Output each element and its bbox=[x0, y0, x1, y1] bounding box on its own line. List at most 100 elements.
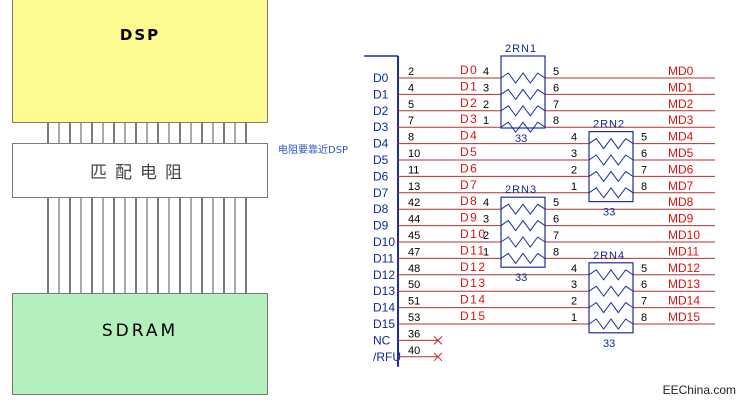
pin-number: 48 bbox=[408, 263, 420, 275]
pin-number: 2 bbox=[408, 66, 414, 78]
rn-pin-right: 7 bbox=[553, 230, 559, 242]
rn-pin-right: 5 bbox=[641, 263, 647, 275]
signal-name: D10 bbox=[373, 235, 395, 249]
resistor-network-value: 33 bbox=[515, 133, 527, 145]
signal-name: D5 bbox=[373, 153, 389, 167]
net-label: D15 bbox=[460, 309, 487, 323]
rn-pin-right: 5 bbox=[641, 132, 647, 144]
placement-note: 电阻要靠近DSP bbox=[278, 145, 349, 156]
resistor-network-value: 33 bbox=[603, 207, 615, 219]
rn-pin-right: 6 bbox=[641, 279, 647, 291]
resistor-network-ref: 2RN1 bbox=[505, 43, 537, 55]
resistor-network-body bbox=[588, 131, 634, 203]
md-net-label: MD6 bbox=[668, 162, 694, 176]
resistor-zigzag bbox=[500, 252, 546, 265]
matching-resistor-block: 匹配电阻 bbox=[12, 143, 268, 198]
rn-pin-right: 6 bbox=[641, 148, 647, 160]
resistor-zigzag bbox=[500, 203, 546, 216]
pin-number: 13 bbox=[408, 181, 420, 193]
net-label: D0 bbox=[460, 63, 478, 77]
net-label: D11 bbox=[460, 243, 486, 257]
resistor-network-value: 33 bbox=[603, 338, 615, 350]
rn-pin-left: 3 bbox=[571, 279, 577, 291]
resistor-network-ref: 2RN4 bbox=[593, 250, 625, 262]
resistor-zigzag bbox=[500, 219, 546, 232]
signal-name: D0 bbox=[373, 71, 389, 85]
resistor-zigzag bbox=[588, 154, 634, 166]
rn-pin-left: 4 bbox=[483, 66, 489, 78]
sdram-block: SDRAM bbox=[12, 293, 268, 395]
pin-number: 40 bbox=[408, 345, 420, 357]
md-net-label: MD7 bbox=[668, 179, 694, 193]
rn-pin-left: 1 bbox=[483, 115, 489, 127]
signal-name: D8 bbox=[373, 202, 389, 216]
resistor-zigzag bbox=[588, 170, 634, 183]
md-net-label: MD11 bbox=[668, 244, 699, 258]
signal-name: D2 bbox=[373, 104, 389, 118]
md-net-label: MD4 bbox=[668, 130, 694, 144]
pin-number: 36 bbox=[408, 328, 420, 340]
rn-pin-left: 4 bbox=[571, 263, 577, 275]
bus-wires bbox=[47, 122, 247, 294]
pin-number: 7 bbox=[408, 115, 414, 127]
resistor-network-ref: 2RN3 bbox=[505, 184, 537, 196]
md-net-label: MD15 bbox=[668, 310, 700, 324]
rn-pin-right: 6 bbox=[553, 214, 559, 226]
signal-name: D11 bbox=[373, 251, 394, 265]
net-label: D7 bbox=[460, 178, 478, 192]
resistor-zigzag bbox=[588, 318, 634, 330]
watermark: EEChina.com bbox=[662, 383, 736, 397]
rn-pin-left: 4 bbox=[483, 197, 489, 209]
pin-number: 42 bbox=[408, 197, 420, 209]
pin-number: 4 bbox=[408, 82, 414, 94]
net-label: D14 bbox=[460, 293, 487, 307]
net-label: D12 bbox=[460, 260, 487, 274]
signal-name: D13 bbox=[373, 284, 395, 298]
rn-pin-left: 2 bbox=[571, 296, 577, 308]
resistor-network-body bbox=[500, 196, 546, 268]
signal-name: D1 bbox=[373, 87, 389, 101]
md-net-label: MD2 bbox=[668, 97, 694, 111]
rn-pin-left: 3 bbox=[483, 82, 489, 94]
dsp-label: DSP bbox=[119, 26, 161, 44]
rn-pin-right: 5 bbox=[553, 197, 559, 209]
resistor-network-body bbox=[500, 55, 546, 129]
md-net-label: MD8 bbox=[668, 195, 694, 209]
pin-number: 53 bbox=[408, 312, 420, 324]
signal-name: /RFU bbox=[373, 350, 401, 364]
rn-pin-right: 7 bbox=[553, 99, 559, 111]
md-net-label: MD0 bbox=[668, 64, 694, 78]
md-net-label: MD9 bbox=[668, 212, 694, 226]
net-label: D10 bbox=[460, 227, 487, 241]
resistor-zigzag bbox=[500, 104, 546, 117]
rn-pin-right: 8 bbox=[553, 115, 559, 127]
md-net-label: MD13 bbox=[668, 277, 700, 291]
resistor-network-body bbox=[588, 262, 634, 334]
md-net-label: MD10 bbox=[668, 228, 700, 242]
resistor-zigzag bbox=[588, 268, 634, 281]
rn-pin-right: 7 bbox=[641, 296, 647, 308]
resistor-zigzag bbox=[588, 137, 634, 150]
signal-name: D3 bbox=[373, 120, 389, 134]
rn-pin-right: 8 bbox=[553, 246, 559, 258]
resistor-zigzag bbox=[500, 72, 546, 84]
dsp-block: DSP bbox=[12, 0, 268, 123]
no-connect-mark bbox=[433, 352, 443, 362]
net-label: D6 bbox=[460, 161, 478, 175]
signal-name: D15 bbox=[373, 317, 395, 331]
net-label: D13 bbox=[460, 276, 487, 290]
rn-pin-left: 3 bbox=[571, 148, 577, 160]
rn-pin-left: 2 bbox=[483, 99, 489, 111]
md-net-label: MD14 bbox=[668, 294, 700, 308]
net-label: D9 bbox=[460, 211, 478, 225]
pin-number: 11 bbox=[408, 164, 419, 176]
signal-name: D12 bbox=[373, 268, 395, 282]
rn-pin-left: 4 bbox=[571, 132, 577, 144]
rn-pin-left: 3 bbox=[483, 214, 489, 226]
md-net-label: MD5 bbox=[668, 146, 694, 160]
resistor-zigzag bbox=[500, 236, 546, 248]
pin-number: 10 bbox=[408, 148, 420, 160]
sdram-label: SDRAM bbox=[101, 321, 179, 341]
pin-number: 8 bbox=[408, 132, 414, 144]
pin-number: 44 bbox=[408, 214, 420, 226]
